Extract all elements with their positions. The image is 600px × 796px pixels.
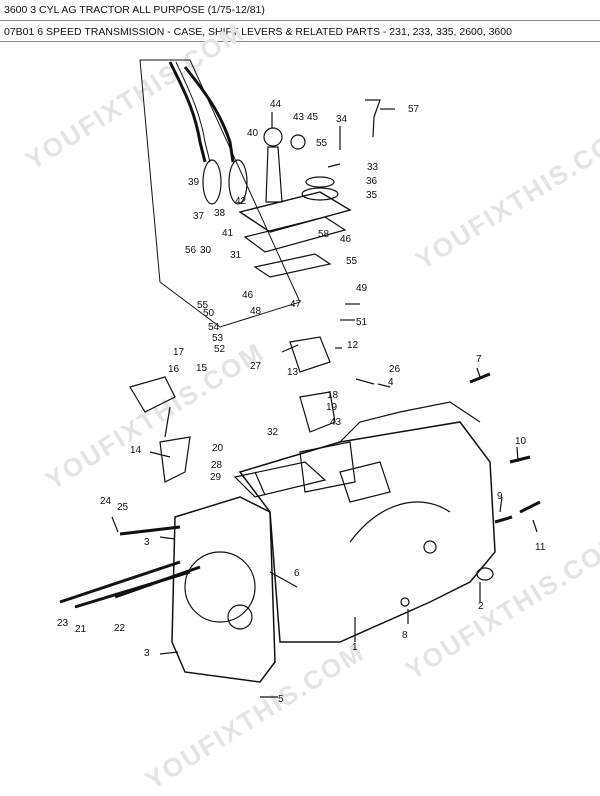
part-callout-35: 35 — [366, 190, 378, 201]
part-callout-12: 12 — [347, 340, 359, 351]
part-callout-38: 38 — [214, 208, 226, 219]
part-callout-39: 39 — [188, 177, 200, 188]
part-callout-57: 57 — [408, 104, 420, 115]
part-callout-3: 3 — [144, 648, 150, 659]
section-title: 07B01 6 SPEED TRANSMISSION - CASE, SHIFT… — [4, 26, 512, 38]
part-callout-48: 48 — [250, 306, 262, 317]
part-callout-55: 55 — [316, 138, 328, 149]
diagram-linework — [59, 59, 541, 698]
part-callout-22: 22 — [114, 623, 126, 634]
part-callout-13: 13 — [287, 367, 299, 378]
part-callout-27: 27 — [250, 361, 262, 372]
part-callout-2: 2 — [478, 601, 484, 612]
part-callout-37: 37 — [193, 211, 205, 222]
part-callout-14: 14 — [130, 445, 142, 456]
part-callout-18: 18 — [327, 390, 339, 401]
part-callout-19: 19 — [326, 402, 338, 413]
part-callout-21: 21 — [75, 624, 87, 635]
part-callout-55: 55 — [346, 256, 358, 267]
part-callout-7: 7 — [476, 354, 482, 365]
part-callout-3: 3 — [144, 537, 150, 548]
part-callout-40: 40 — [247, 128, 259, 139]
part-callout-58: 58 — [318, 229, 330, 240]
header-divider — [0, 20, 600, 21]
part-callout-42: 42 — [235, 196, 247, 207]
part-callout-31: 31 — [230, 250, 242, 261]
part-callout-45: 45 — [307, 112, 319, 123]
part-callout-49: 49 — [356, 283, 368, 294]
part-callout-5: 5 — [278, 694, 284, 705]
part-callout-36: 36 — [366, 176, 378, 187]
part-callout-4: 4 — [388, 377, 394, 388]
part-callout-9: 9 — [497, 491, 503, 502]
part-callout-6: 6 — [294, 568, 300, 579]
part-callout-15: 15 — [196, 363, 208, 374]
part-callout-20: 20 — [212, 443, 224, 454]
part-callout-26: 26 — [389, 364, 401, 375]
part-callout-32: 32 — [267, 427, 279, 438]
part-callout-55: 55 — [197, 300, 209, 311]
part-callout-10: 10 — [515, 436, 527, 447]
part-callout-16: 16 — [168, 364, 180, 375]
part-callout-1: 1 — [352, 642, 358, 653]
header-divider — [0, 41, 600, 42]
part-callout-34: 34 — [336, 114, 348, 125]
part-callout-43: 43 — [293, 112, 305, 123]
part-callout-24: 24 — [100, 496, 112, 507]
part-callout-47: 47 — [290, 299, 302, 310]
part-callout-28: 28 — [211, 460, 223, 471]
part-callout-50: 50 — [203, 308, 215, 319]
part-callout-11: 11 — [535, 542, 546, 553]
part-callout-46: 46 — [340, 234, 352, 245]
part-callout-33: 33 — [367, 162, 379, 173]
part-callout-52: 52 — [214, 344, 226, 355]
part-callout-25: 25 — [117, 502, 129, 513]
part-callout-43: 43 — [330, 417, 342, 428]
part-callout-53: 53 — [212, 333, 224, 344]
model-title: 3600 3 CYL AG TRACTOR ALL PURPOSE (1/75-… — [4, 4, 265, 16]
part-callout-44: 44 — [270, 99, 282, 110]
part-callout-56: 56 — [185, 245, 197, 256]
part-callout-8: 8 — [402, 630, 408, 641]
part-callout-54: 54 — [208, 322, 220, 333]
part-callout-41: 41 — [222, 228, 234, 239]
part-callout-30: 30 — [200, 245, 212, 256]
part-callout-23: 23 — [57, 618, 69, 629]
part-callout-46: 46 — [242, 290, 254, 301]
part-callout-17: 17 — [173, 347, 185, 358]
part-callout-29: 29 — [210, 472, 222, 483]
part-callout-51: 51 — [356, 317, 368, 328]
